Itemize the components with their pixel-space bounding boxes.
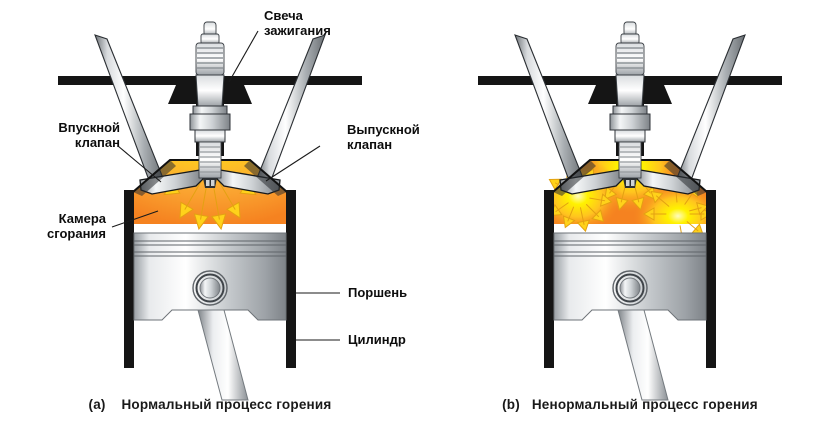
cylinder-wall: [544, 190, 716, 368]
piston: [133, 232, 287, 321]
caption-a-index: (a): [88, 397, 106, 412]
intake-valve: [94, 34, 204, 196]
insulator-ribs: [615, 42, 645, 76]
label-spark-plug: Свеча зажигания: [264, 8, 331, 38]
plug-threads: [618, 141, 642, 179]
panel-abnormal-combustion: (b) Ненормальный процесс горения: [420, 0, 840, 428]
leader-combustion-chamber: [111, 210, 159, 228]
intake-valve: [514, 34, 624, 196]
insulator-ribs: [195, 42, 225, 76]
spark-plug: [189, 21, 231, 188]
label-piston: Поршень: [348, 285, 408, 300]
caption-panel-b: (b) Ненормальный процесс горения: [420, 397, 840, 412]
label-combustion-chamber: Камера сгорания: [46, 211, 106, 241]
caption-b-index: (b): [502, 397, 520, 412]
piston-rings: [134, 240, 286, 257]
cylinder-wall: [124, 190, 296, 368]
leader-lines: [111, 30, 340, 341]
connecting-rod: [197, 309, 249, 401]
wrist-pin: [192, 270, 228, 306]
panel-a-svg: [58, 21, 362, 401]
leader-intake-valve: [117, 145, 162, 183]
wrist-pin: [612, 270, 648, 306]
panel-b-svg: [478, 21, 782, 401]
leader-exhaust-valve: [265, 145, 321, 182]
label-exhaust-valve: Выпускной клапан: [347, 122, 420, 152]
spark-plug: [609, 21, 651, 188]
exhaust-valve: [636, 34, 746, 196]
leader-spark-plug: [228, 30, 259, 83]
piston: [553, 232, 707, 321]
caption-panel-a: (a) Нормальный процесс горения: [0, 397, 420, 412]
plug-threads: [198, 141, 222, 179]
connecting-rod: [617, 309, 669, 401]
caption-a-text: Нормальный процесс горения: [121, 397, 332, 412]
label-intake-valve: Впускной клапан: [58, 120, 120, 150]
caption-b-text: Ненормальный процесс горения: [531, 397, 758, 412]
piston-rings: [554, 240, 706, 257]
panel-normal-combustion: Впускной клапан Камера сгорания Свеча за…: [0, 8, 420, 412]
exhaust-valve: [216, 34, 326, 196]
label-cylinder: Цилиндр: [348, 332, 406, 347]
